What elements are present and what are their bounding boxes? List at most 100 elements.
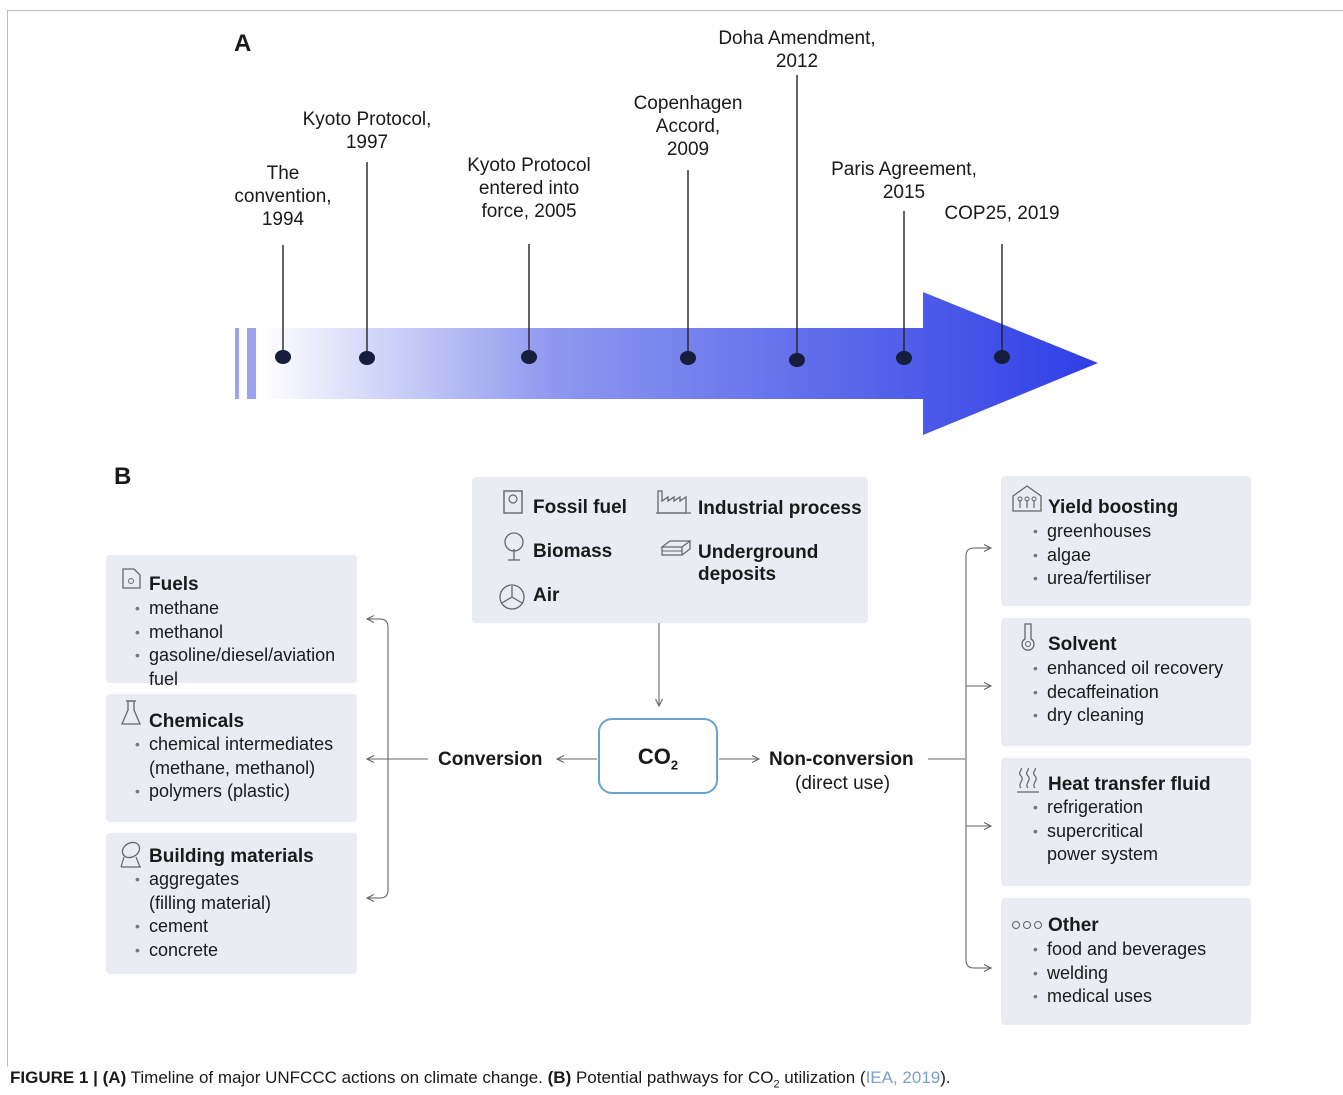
list-item: enhanced oil recovery — [1033, 657, 1223, 681]
timeline-dot — [275, 350, 291, 364]
co2-subscript: 2 — [670, 757, 679, 773]
chemicals-box: Chemicals chemical intermediates (methan… — [106, 694, 357, 822]
timeline-dot — [896, 351, 912, 365]
factory-icon — [656, 490, 691, 514]
solvent-title: Solvent — [1048, 634, 1117, 655]
chemicals-list: chemical intermediates (methane, methano… — [135, 733, 333, 804]
non-conversion-label: Non-conversion — [769, 749, 914, 770]
flask-icon — [121, 700, 141, 725]
timeline-event-line: The — [266, 163, 300, 184]
timeline-event-line: Kyoto Protocol — [467, 155, 591, 176]
timeline-event-line: convention, — [234, 186, 332, 207]
caption-a-label: (A) — [102, 1068, 127, 1087]
list-item-continuation: fuel — [149, 669, 179, 690]
timeline-event-label: Kyoto Protocol,1997 — [303, 108, 432, 154]
fuels-title: Fuels — [149, 574, 199, 595]
co2-label: CO — [637, 744, 671, 769]
timeline-event-line: 2009 — [666, 139, 710, 160]
other-box: Other food and beverages welding medical… — [1001, 898, 1251, 1025]
timeline-event-line: entered into — [478, 178, 580, 199]
timeline-event-line: 2015 — [882, 182, 926, 203]
timeline-event-line: Accord, — [655, 116, 721, 137]
figure-frame — [7, 10, 1343, 1067]
figure-caption: FIGURE 1 | (A) Timeline of major UNFCCC … — [10, 1068, 951, 1090]
list-item: medical uses — [1033, 985, 1206, 1009]
fuel-can-icon — [122, 568, 141, 589]
list-item-continuation: (methane, methanol) — [149, 757, 316, 778]
list-item: polymers (plastic) — [135, 780, 333, 804]
timeline-event-line: 2012 — [775, 51, 819, 72]
underground-line-2: deposits — [698, 564, 777, 585]
solvent-list: enhanced oil recovery decaffeination dry… — [1033, 657, 1223, 728]
solvent-box: Solvent enhanced oil recovery decaffeina… — [1001, 618, 1251, 746]
list-item: aggregates — [135, 868, 271, 892]
list-item: concrete — [135, 939, 271, 963]
panel-a-letter: A — [234, 30, 252, 57]
fossil-fuel-icon — [503, 490, 523, 514]
fuels-box: Fuels methane methanol gasoline/diesel/a… — [106, 555, 357, 689]
air-icon — [499, 584, 525, 610]
heat-transfer-box: Heat transfer fluid refrigeration superc… — [1001, 758, 1251, 886]
co2-node: CO2 — [598, 718, 718, 794]
underground-line-1: Underground — [698, 542, 819, 563]
timeline-event-label: Doha Amendment,2012 — [718, 27, 875, 73]
list-item: refrigeration — [1033, 796, 1158, 820]
timeline-dot — [994, 350, 1010, 364]
caption-a-text: Timeline of major UNFCCC actions on clim… — [126, 1068, 548, 1087]
timeline-event-line: Kyoto Protocol, — [302, 109, 432, 130]
timeline-graphic — [235, 75, 1098, 435]
other-title: Other — [1048, 915, 1099, 936]
source-fossil-fuel: Fossil fuel — [533, 497, 627, 518]
list-item: welding — [1033, 962, 1206, 986]
direct-use-label: (direct use) — [795, 773, 891, 794]
sources-box: Fossil fuel Industrial process Biomass U… — [472, 477, 868, 623]
building-materials-list: aggregates (filling material) cement con… — [135, 868, 271, 963]
list-item: supercritical — [1033, 820, 1158, 844]
timeline-event-line: Doha Amendment, — [718, 28, 876, 49]
layers-icon — [660, 540, 692, 556]
list-item: dry cleaning — [1033, 704, 1223, 728]
caption-figure-label: FIGURE 1 | — [10, 1068, 98, 1087]
timeline-dot — [680, 351, 696, 365]
caption-b-text-2: utilization ( — [779, 1068, 866, 1087]
timeline-event-line: 1994 — [261, 209, 305, 230]
timeline-event-label: Paris Agreement,2015 — [831, 158, 977, 204]
timeline-event-label: COP25, 2019 — [944, 202, 1059, 225]
timeline-arrow — [260, 292, 1098, 435]
source-underground-deposits: Underground deposits — [698, 542, 818, 586]
panel-b-letter: B — [114, 463, 132, 490]
source-biomass: Biomass — [533, 541, 613, 562]
heat-transfer-title: Heat transfer fluid — [1048, 774, 1211, 795]
timeline-dot — [359, 351, 375, 365]
caption-b-label: (B) — [547, 1068, 572, 1087]
list-item: methane — [135, 597, 335, 621]
timeline-event-line: force, 2005 — [481, 201, 577, 222]
timeline-event-line: Copenhagen — [633, 93, 743, 114]
list-item: gasoline/diesel/aviation — [135, 644, 335, 668]
timeline-dot — [789, 353, 805, 367]
building-materials-title: Building materials — [149, 846, 314, 867]
yield-boosting-title: Yield boosting — [1048, 497, 1179, 518]
yield-boosting-box: Yield boosting greenhouses algae urea/fe… — [1001, 476, 1251, 606]
list-item-continuation: power system — [1047, 844, 1159, 865]
building-materials-box: Building materials aggregates (filling m… — [106, 833, 357, 974]
caption-reference-link[interactable]: IEA, 2019 — [865, 1068, 941, 1087]
timeline-dot — [521, 350, 537, 364]
timeline-tail-stripe — [247, 328, 256, 399]
heat-waves-icon — [1017, 767, 1039, 793]
ellipsis-icon — [1011, 920, 1043, 930]
chemicals-title: Chemicals — [149, 711, 245, 732]
source-air: Air — [533, 585, 560, 606]
list-item: food and beverages — [1033, 938, 1206, 962]
cement-mixer-icon — [120, 841, 141, 868]
list-item: urea/fertiliser — [1033, 567, 1151, 591]
timeline-event-line: 1997 — [345, 132, 389, 153]
timeline-stems — [275, 75, 1010, 367]
caption-subscript: 2 — [773, 1078, 780, 1091]
fuels-list: methane methanol gasoline/diesel/aviatio… — [135, 597, 335, 692]
timeline-event-line: Paris Agreement, — [831, 159, 977, 180]
list-item: chemical intermediates — [135, 733, 333, 757]
conversion-label: Conversion — [438, 749, 543, 770]
